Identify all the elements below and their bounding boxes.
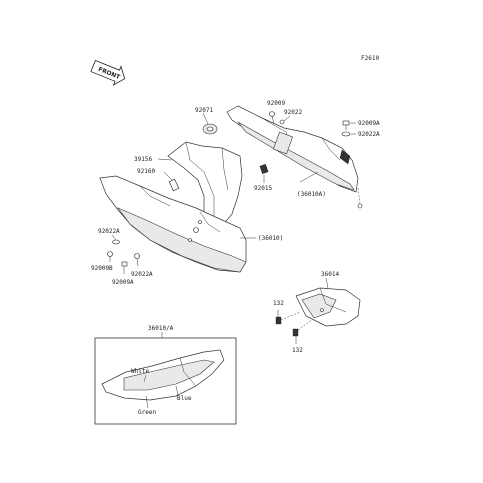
washer-92022a-right (341, 131, 356, 137)
screw-92009a-right (342, 120, 356, 130)
inset-box: 36010/A White Blue Green (94, 325, 237, 425)
side-cowl-main (99, 175, 247, 273)
color-label-white: White (131, 368, 149, 375)
color-label-green: Green (138, 409, 156, 416)
clip-92015 (259, 163, 269, 183)
label-92160: 92160 (137, 168, 155, 175)
washer-92022a-bottom (134, 253, 140, 267)
label-92022a-left: 92022A (98, 228, 120, 235)
inset-frame (94, 337, 237, 425)
label-92009a-right: 92009A (358, 120, 380, 127)
grommet-92071 (202, 112, 218, 135)
label-132-top: 132 (273, 300, 284, 307)
bolt-132-top (275, 310, 301, 325)
figure-code: F2610 (361, 55, 379, 62)
screw-92009a-bottom (121, 261, 128, 274)
bolt-92160 (163, 171, 180, 192)
label-92009b: 92009B (91, 265, 113, 272)
washer-92022a-left (111, 234, 120, 245)
screw-92009-top (269, 111, 275, 125)
side-cowl-upper-right (226, 105, 363, 209)
label-92009-top: 92009 (267, 100, 285, 107)
label-92015: 92015 (254, 185, 272, 192)
label-92071: 92071 (195, 107, 213, 114)
inset-cowl (101, 349, 225, 401)
lower-cowl-36014 (295, 287, 361, 327)
label-36010: (36010) (258, 235, 283, 242)
front-arrow-icon: FRONT (90, 59, 126, 86)
inset-title: 36010/A (148, 325, 174, 332)
color-label-blue: Blue (177, 395, 192, 402)
bolt-132-bottom (292, 319, 313, 344)
washer-92022-top (279, 115, 291, 125)
label-36010a: (36010A) (297, 191, 326, 198)
label-92022a-right: 92022A (358, 131, 380, 138)
label-39156: 39156 (134, 156, 152, 163)
label-36014: 36014 (321, 271, 339, 278)
label-92022a-bottom: 92022A (131, 271, 153, 278)
screw-92009b (107, 251, 113, 262)
label-92022-top: 92022 (284, 109, 302, 116)
inner-panel-39156 (167, 141, 243, 233)
label-92009a-bottom: 92009A (112, 279, 134, 286)
label-132-bottom: 132 (292, 347, 303, 354)
